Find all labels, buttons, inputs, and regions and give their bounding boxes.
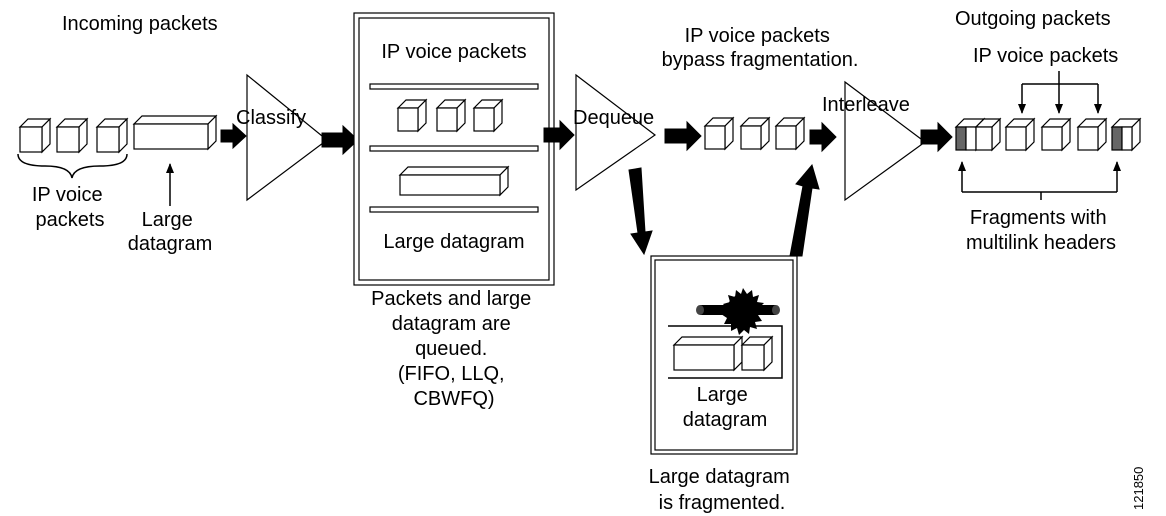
queued-voice-packet-3: [472, 98, 504, 133]
queue-ip-voice-label: IP voice packets: [381, 41, 526, 63]
large-datagram-left-label: Large datagram: [128, 209, 213, 255]
queue-caption: Packets and large datagram are queued. (…: [371, 288, 537, 410]
large-datagram-left-line1: Large: [142, 209, 193, 231]
ip-voice-packets-left-label: IP voice packets: [32, 184, 108, 231]
bypass-voice-packet-1: [703, 116, 735, 151]
arrow-up-to-interleave: [789, 163, 820, 257]
ip-voice-left-line1: IP voice: [32, 184, 103, 206]
fragments-line1: Fragments with: [970, 207, 1107, 229]
queued-voice-packet-2: [435, 98, 467, 133]
queued-voice-packet-1: [396, 98, 428, 133]
outgoing-packets-label: Outgoing packets: [955, 8, 1111, 30]
outgoing-fragment-2: [1110, 117, 1142, 152]
classify-triangle: [246, 73, 328, 202]
fragments-label: Fragments with multilink headers: [966, 207, 1116, 254]
outgoing-voice-packet-3: [1076, 117, 1108, 152]
incoming-voice-packet-3: [95, 117, 129, 154]
fragmenter-box-line2: datagram: [683, 409, 768, 431]
fragmenter-box-label: Large datagram: [683, 384, 768, 431]
fragmenter-caption-line1: Large datagram: [649, 466, 790, 488]
fragmenter-box-line1: Large: [697, 384, 748, 406]
queue-caption-line4: (FIFO, LLQ,: [398, 363, 505, 385]
arrow-to-interleave: [809, 121, 837, 153]
incoming-large-datagram: [132, 114, 218, 151]
arrow-to-classify: [220, 122, 247, 150]
outgoing-fragment-1b: [974, 117, 1002, 152]
dequeue-triangle: [575, 73, 657, 192]
arrow-to-outgoing: [920, 121, 953, 153]
fragmenter-caption-line2: is fragmented.: [659, 492, 786, 514]
queue-caption-line5: CBWFQ): [413, 388, 494, 410]
incoming-voice-packet-1: [18, 117, 52, 154]
queue-caption-line3: queued.: [415, 338, 487, 360]
queue-divider-1: [369, 83, 539, 90]
queue-caption-line1: Packets and large: [371, 288, 531, 310]
bypass-line2: bypass fragmentation.: [662, 49, 859, 71]
arrow-down-to-fragmenter: [628, 167, 653, 256]
outgoing-voice-packet-1: [1004, 117, 1036, 152]
bypass-voice-packet-3: [774, 116, 806, 151]
bypass-voice-packet-2: [739, 116, 771, 151]
interleave-label: Interleave: [822, 94, 910, 116]
dequeue-label: Dequeue: [573, 107, 654, 129]
ip-voice-left-line2: packets: [36, 209, 105, 231]
arrow-to-dequeue: [543, 119, 575, 151]
bypass-label: IP voice packets bypass fragmentation.: [662, 25, 859, 71]
fragmenter-conveyor: [668, 325, 783, 379]
figure-id: 121850: [1131, 467, 1146, 510]
classify-label: Classify: [236, 107, 306, 129]
incoming-packets-label: Incoming packets: [62, 13, 218, 35]
voice-packets-brace: [17, 153, 128, 179]
incoming-voice-packet-2: [55, 117, 89, 154]
fragmenting-small-piece: [740, 335, 774, 372]
large-datagram-left-line2: datagram: [128, 233, 213, 255]
fragments-line2: multilink headers: [966, 232, 1116, 254]
queued-large-datagram: [398, 165, 510, 197]
outgoing-ip-voice-label: IP voice packets: [973, 45, 1118, 67]
queue-large-datagram-label: Large datagram: [383, 231, 524, 253]
queue-caption-line2: datagram are: [392, 313, 511, 335]
arrow-to-bypass-packets: [664, 120, 702, 152]
fragmenter-caption: Large datagram is fragmented.: [649, 466, 796, 514]
interleave-triangle: [844, 80, 927, 202]
queue-divider-2: [369, 145, 539, 152]
outgoing-voice-packet-2: [1040, 117, 1072, 152]
fragmenting-large-piece: [672, 335, 744, 372]
bypass-line1: IP voice packets: [685, 25, 830, 47]
arrow-to-queue: [321, 124, 359, 156]
saw-blade-icon: [696, 288, 780, 335]
queue-divider-3: [369, 206, 539, 213]
